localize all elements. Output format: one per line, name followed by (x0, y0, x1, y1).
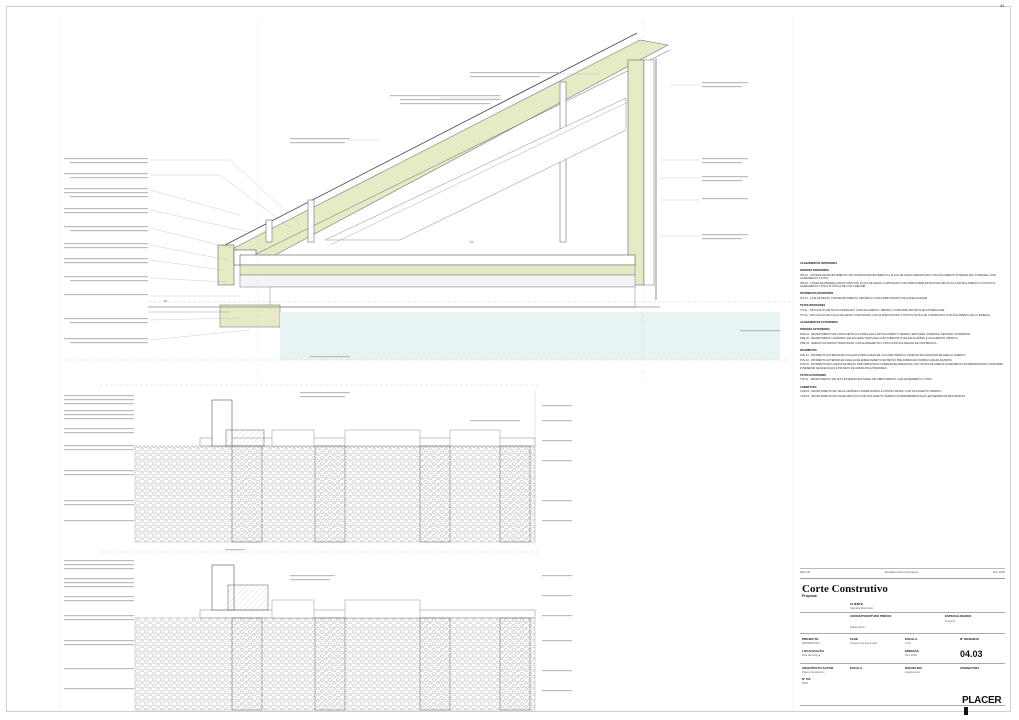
stage-label: ESCALA (850, 666, 863, 670)
concept-label: CONCEITO/ESTUDO PRÉVIO (850, 614, 892, 618)
spec-item: PRI.01 - SISTEMA DE REVESTIMENTO LISO IN… (800, 273, 996, 281)
issue-value: Nov 2019 (905, 653, 917, 657)
specification-notes: ACABAMENTOS INTERIORES PAREDES INTERIORE… (800, 262, 1005, 574)
project-value: EMPREITADA (802, 641, 820, 645)
spec-item: TTI.01 - TETO FALSO METÁLICO PERFILADO C… (800, 308, 945, 312)
architect-label: ARQUITECTO AUTOR (802, 666, 834, 670)
spec-item: PRE.01 - REVESTIMENTO EM CHAPA METÁLICA … (800, 332, 971, 336)
placer-logo: PLACER (962, 695, 1005, 717)
spec-heading: ACABAMENTOS INTERIORES (800, 262, 837, 265)
spec-section-title: TETOS INTERIORES (800, 304, 826, 308)
concept-value: Editar ID/LV (850, 625, 865, 629)
phase-value: Projecto de Execução (850, 641, 878, 645)
spec-item: PVE.01 - PAVIMENTO EXTERIOR EM CALÇADA P… (800, 353, 966, 357)
spec-item: TTE.01 - REVESTIMENTO DE TETO EXTERIOR E… (800, 378, 932, 382)
scale-label: ESCALA (905, 637, 918, 641)
roof-section-detail: FIL FIL (59, 18, 790, 712)
spec-item: PVE.02 - PAVIMENTO EXTERIOR EM GRELHA DE… (800, 358, 952, 362)
discipline-value: Arquitectura (905, 670, 921, 674)
spec-item: PVE.03 - PAVIMENTO EM LAJETAS DE BETÃO P… (800, 363, 1003, 370)
revision-code: REV. 00 (800, 570, 811, 574)
spec-section-title: PAVIMENTOS INTERIORES (800, 292, 834, 296)
spec-section-title: COBERTURA (800, 385, 817, 389)
logo-mark-icon (964, 707, 968, 715)
location-value: Rua da Alegria (802, 653, 821, 657)
revision-date: Nov 2019 (993, 570, 1005, 574)
spec-section-title: TETOS EXTERIORES (800, 373, 827, 377)
spec-item: TTI.02 - TETO FALSO EM PLACA DE GESSO CA… (800, 313, 991, 317)
architect-value: Placer Arquitectos (802, 670, 825, 674)
svg-text:FIL: FIL (470, 240, 474, 244)
foundation-detail-1 (64, 384, 572, 545)
signature-label: ASSINATURA (960, 666, 980, 670)
foundation-detail-2 (64, 549, 572, 711)
spec-section-title: PAREDES INTERIORES (800, 269, 829, 273)
drawing-number: 04.03 (960, 649, 983, 659)
phase-label: FASE (850, 637, 858, 641)
drawing-subtitle: Proposta (802, 594, 817, 598)
spec-section-title: ACABAMENTOS EXTERIORES (800, 320, 838, 324)
scale-value: 1:20 (905, 641, 911, 645)
project-label: PROJECTO (802, 637, 819, 641)
revision-description: Emissão inicial do Projecto (884, 570, 919, 574)
location-label: LOCALIZAÇÃO (802, 649, 824, 653)
logo-text: PLACER (962, 695, 1002, 706)
drawing-number-label: Nº DESENHO (960, 637, 979, 641)
spec-item: PRE.02 - REVESTIMENTO CERÂMICO EM FACHAD… (800, 337, 958, 341)
spec-item: PRI.02 - FORRA DE PAREDE CONSTITUÍDA POR… (800, 281, 996, 289)
svg-text:FIL: FIL (164, 299, 168, 303)
oa-label: Nº OA (802, 677, 811, 681)
sheet-corner-code: A1 (1000, 3, 1005, 8)
spec-item: PVI.01 - LAJE DE BETÃO COM REVESTIMENTO … (800, 296, 928, 300)
spec-item: PRE.03 - REBOCO EXTERIOR TRADICIONAL COM… (800, 342, 937, 346)
discipline-label: DISCIPLINA (905, 666, 923, 670)
specialties-label: ESPECIALIDADES (945, 614, 972, 618)
drawing-title: Corte Construtivo (802, 583, 888, 595)
spec-item: COB.02 - REVESTIMENTO EM CHAPA METÁLICA … (800, 395, 966, 399)
spec-section-title: PAREDES EXTERIORES (800, 327, 830, 331)
revision-note: REV. 00 Emissão inicial do Projecto Nov … (800, 568, 1005, 574)
title-block: Corte Construtivo Proposta CLIENTE Câmar… (800, 578, 1005, 715)
client-value: Câmara Municipal (850, 606, 873, 610)
sheet-border (6, 6, 1011, 712)
spec-section-title: PAVIMENTOS (800, 349, 817, 353)
issue-label: EMISSÃO (905, 649, 919, 653)
oa-value: 0000 (802, 681, 809, 685)
client-label: CLIENTE (850, 602, 863, 606)
spec-item: COB.01 - REVESTIMENTO EM TELHA CERÂMICA … (800, 390, 942, 394)
specialties-value: Projecto (945, 619, 956, 623)
